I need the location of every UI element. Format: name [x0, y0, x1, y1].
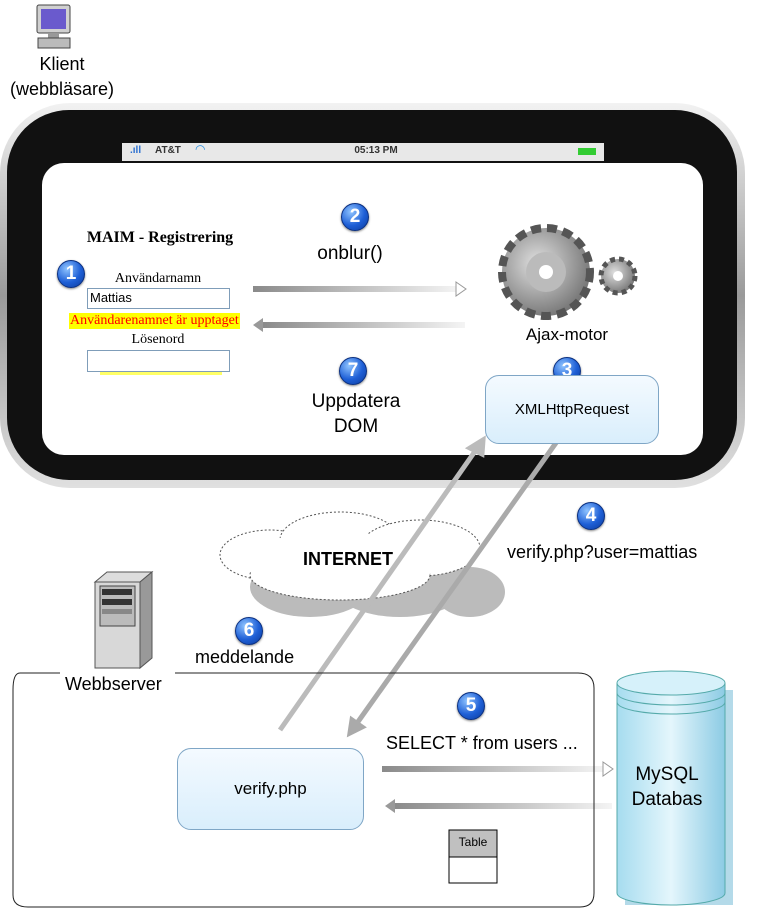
server-icon [93, 570, 154, 670]
onblur-label: onblur() [317, 243, 383, 264]
error-message: Användarenamnet är upptaget [69, 313, 240, 329]
step-2-badge: 2 [341, 203, 369, 231]
webserver-container [12, 672, 595, 908]
step-7-badge: 7 [339, 357, 367, 385]
gears-icon [498, 224, 638, 320]
client-label: Klient [39, 54, 85, 74]
message-label: meddelande [195, 647, 295, 667]
request-label: verify.php?user=mattias [507, 542, 698, 562]
webserver-label: Webbserver [65, 674, 162, 694]
query-label: SELECT * from users ... [386, 733, 578, 753]
xhr-label: XMLHttpRequest [514, 401, 630, 418]
password-label: Lösenord [131, 332, 185, 347]
arrow-onblur-right [253, 281, 467, 297]
db-label-1: MySQL [635, 764, 699, 785]
client-sublabel: (webbläsare) [9, 79, 115, 99]
update-dom-label-1: Uppdatera [311, 391, 401, 412]
step-1-badge: 1 [57, 260, 85, 288]
arrow-request-down [346, 438, 561, 738]
arrow-response-up [277, 435, 486, 732]
step-5-badge: 5 [457, 692, 485, 720]
arrow-result-left [385, 799, 612, 813]
verify-php-label: verify.php [234, 779, 307, 798]
ajax-engine-label: Ajax-motor [525, 325, 609, 344]
internet-cloud [219, 511, 505, 617]
carrier: AT&T [155, 145, 181, 156]
xhr-box: XMLHttpRequest [485, 375, 659, 444]
highlight-bar [100, 372, 222, 375]
table-label: Table [458, 835, 488, 849]
internet-label: INTERNET [303, 549, 393, 569]
update-dom-label-2: DOM [333, 416, 379, 437]
signal-icon: .ıll [130, 145, 142, 156]
form-title: MAIM - Registrering [86, 229, 234, 246]
table-icon [448, 829, 498, 884]
computer-icon [36, 4, 71, 49]
step-4-badge: 4 [577, 502, 605, 530]
wifi-icon: ◠ [195, 142, 206, 156]
username-input[interactable]: Mattias [87, 288, 230, 309]
step-6-badge: 6 [235, 617, 263, 645]
clock: 05:13 PM [354, 145, 398, 156]
arrow-response-left [253, 318, 465, 332]
db-label-2: Databas [631, 789, 703, 810]
password-input[interactable] [87, 350, 230, 372]
arrow-query-right [382, 761, 614, 777]
database-cylinder [616, 670, 733, 906]
username-label: Användarnamn [114, 271, 202, 286]
verify-php-box: verify.php [177, 748, 364, 830]
